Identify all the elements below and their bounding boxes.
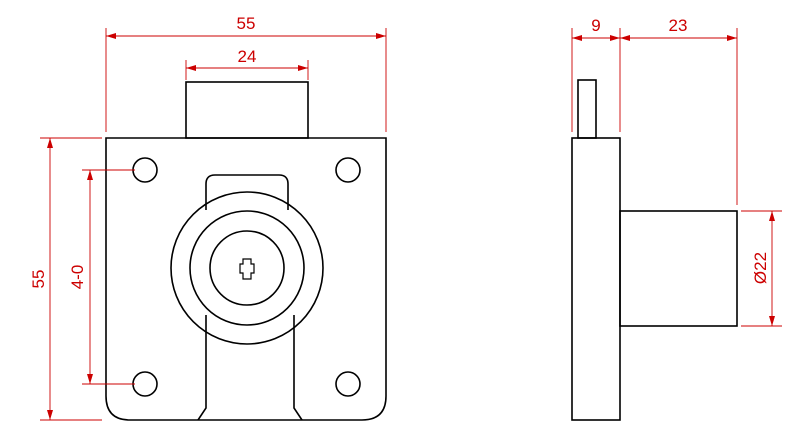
dimension-cylinder-diameter: Ø22 bbox=[751, 252, 770, 284]
key-slot bbox=[239, 258, 255, 280]
side-cylinder bbox=[619, 210, 738, 327]
dimension-top-block-width: 24 bbox=[238, 47, 257, 66]
dimension-overall-height: 55 bbox=[29, 270, 48, 289]
dimension-hole-spacing: 4-0 bbox=[68, 265, 87, 290]
bolt-cover bbox=[205, 174, 289, 210]
mounting-hole-bottom-right bbox=[335, 371, 361, 397]
top-block bbox=[185, 81, 309, 139]
dimension-flange-thickness: 9 bbox=[591, 16, 600, 35]
cylinder-middle-ring bbox=[189, 210, 305, 326]
side-flange bbox=[571, 137, 621, 421]
front-view: 55 24 55 4-0 bbox=[29, 14, 387, 421]
dimension-cylinder-length: 23 bbox=[669, 16, 688, 35]
mounting-plate bbox=[105, 137, 387, 421]
mounting-hole-top-right bbox=[335, 157, 361, 183]
cylinder-outer-ring bbox=[170, 191, 324, 345]
side-bolt-tab bbox=[577, 79, 597, 139]
cylinder-inner-ring bbox=[209, 230, 285, 306]
dimension-overall-width: 55 bbox=[237, 14, 256, 33]
mounting-hole-top-left bbox=[132, 157, 158, 183]
side-view: 9 23 Ø22 bbox=[571, 16, 782, 421]
lower-guide bbox=[197, 315, 303, 421]
mounting-hole-bottom-left bbox=[132, 371, 158, 397]
